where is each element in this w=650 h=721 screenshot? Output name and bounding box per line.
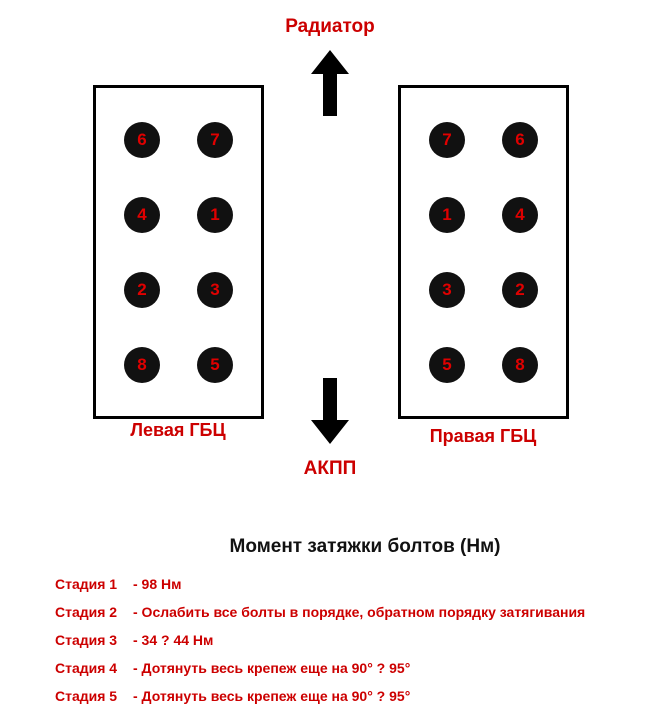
bolt-circle: 7	[429, 121, 465, 158]
radiator-label: Радиатор	[285, 16, 375, 37]
bolt-circle: 7	[197, 121, 233, 158]
stage-name: Стадия 4	[55, 660, 118, 676]
stage-row: Стадия 1 - 98 Нм	[55, 570, 650, 598]
torque-title: Момент затяжки болтов (Нм)	[229, 536, 501, 557]
stage-row: Стадия 4 - Дотянуть весь крепеж еще на 9…	[55, 654, 650, 682]
bolt-circle: 8	[502, 346, 538, 383]
bolt-circle: 5	[197, 346, 233, 383]
stage-name: Стадия 2	[55, 604, 118, 620]
bolt-circle: 3	[429, 271, 465, 308]
stage-row: Стадия 3 - 34 ? 44 Нм	[55, 626, 650, 654]
stage-row: Стадия 5 - Дотянуть весь крепеж еще на 9…	[55, 682, 650, 710]
stage-list: Стадия 1 - 98 Нм Стадия 2 - Ослабить все…	[0, 570, 650, 710]
stage-name: Стадия 5	[55, 688, 118, 704]
bolt-circle: 8	[124, 346, 160, 383]
bolt-circle: 2	[502, 271, 538, 308]
bolt-circle: 1	[429, 196, 465, 233]
stage-row: Стадия 2 - Ослабить все болты в порядке,…	[55, 598, 650, 626]
bolt-circle: 3	[197, 271, 233, 308]
bolt-circle: 5	[429, 346, 465, 383]
right-head-box: 7 6 1 4 3 2 5 8	[398, 85, 569, 419]
left-head-box: 6 7 4 1 2 3 8 5	[93, 85, 264, 419]
stage-desc: - Дотянуть весь крепеж еще на 90° ? 95°	[133, 660, 411, 676]
right-head-label: Правая ГБЦ	[429, 426, 537, 446]
arrow-down-icon	[311, 378, 349, 444]
bolt-circle: 1	[197, 196, 233, 233]
bolt-circle: 4	[124, 196, 160, 233]
akpp-label: АКПП	[303, 458, 357, 479]
stage-desc: - 98 Нм	[133, 576, 182, 592]
bolt-circle: 4	[502, 196, 538, 233]
bolt-circle: 6	[124, 121, 160, 158]
stage-desc: - Дотянуть весь крепеж еще на 90° ? 95°	[133, 688, 411, 704]
torque-section: Момент затяжки болтов (Нм) Стадия 1 - 98…	[0, 536, 650, 710]
stage-desc: - 34 ? 44 Нм	[133, 632, 214, 648]
arrow-up-icon	[311, 50, 349, 116]
stage-name: Стадия 3	[55, 632, 118, 648]
stage-desc: - Ослабить все болты в порядке, обратном…	[133, 604, 586, 620]
stage-name: Стадия 1	[55, 576, 118, 592]
bolt-circle: 2	[124, 271, 160, 308]
bolt-circle: 6	[502, 121, 538, 158]
left-head-label: Левая ГБЦ	[130, 420, 226, 440]
